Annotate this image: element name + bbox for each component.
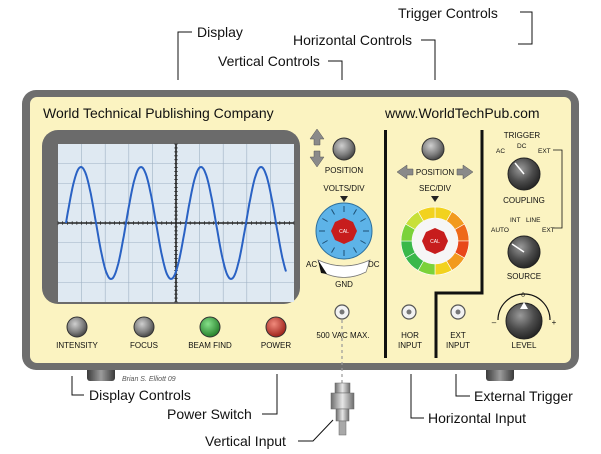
vertical-position-knob[interactable] — [332, 137, 356, 161]
power-button[interactable] — [265, 316, 287, 338]
dial-tick — [331, 209, 335, 215]
vertical-dc-label: DC — [368, 260, 380, 269]
display — [42, 130, 300, 304]
vertical-input-pin — [339, 309, 345, 315]
sec-div-pointer-icon — [431, 196, 439, 202]
bnc-connector-tail — [335, 408, 350, 422]
trigger-source-line: LINE — [526, 217, 541, 224]
beam-find-label: BEAM FIND — [188, 341, 232, 350]
ext-input-pin — [455, 309, 461, 315]
dial-tick — [353, 247, 357, 253]
sec-div-dial[interactable] — [400, 206, 470, 276]
level-plus-label: + — [552, 318, 557, 327]
max-voltage-label: 500 VAC MAX. — [316, 331, 369, 340]
down-arrow-icon — [309, 150, 325, 168]
trigger-coupling-ac: AC — [496, 148, 505, 155]
volts-cal-knob[interactable] — [331, 218, 357, 244]
level-range-arc — [497, 293, 551, 321]
callout-display-controls: Display Controls — [89, 387, 191, 403]
dial-tick — [360, 218, 366, 222]
volts-div-pointer-icon — [340, 196, 348, 202]
trigger-ext-link-line — [553, 149, 563, 229]
horizontal-controls: POSITION SEC/DIV CAL HOR INPUT EXT INPUT — [396, 137, 474, 350]
hor-input-pin — [406, 309, 412, 315]
display-controls: INTENSITY FOCUS BEAM FIND POWER — [56, 316, 291, 350]
divider-right — [434, 130, 484, 358]
bnc-connector-head[interactable] — [334, 382, 351, 394]
callout-external-trigger: External Trigger — [474, 388, 573, 404]
left-arrow-icon — [396, 164, 414, 180]
trigger-coupling-dc: DC — [517, 143, 527, 150]
beam-find-button[interactable] — [199, 316, 221, 338]
coupling-switch[interactable] — [317, 259, 371, 278]
trigger-source-auto: AUTO — [491, 227, 509, 234]
callout-horizontal-input: Horizontal Input — [428, 410, 526, 426]
vertical-controls: POSITION VOLTS/DIV CAL AC DC GND 500 VAC… — [306, 128, 380, 340]
dial-tick — [360, 240, 366, 244]
right-arrow-icon — [456, 164, 474, 180]
horizontal-position-label: POSITION — [416, 168, 454, 177]
bnc-connector-body — [330, 392, 355, 410]
callout-power-switch: Power Switch — [167, 406, 252, 422]
level-minus-label: – — [492, 318, 497, 327]
callout-display: Display — [197, 24, 243, 40]
power-label: POWER — [261, 341, 291, 350]
level-knob-pointer-icon — [520, 302, 528, 309]
graticule — [57, 143, 295, 303]
trigger-controls: TRIGGER AC DC EXT COUPLING AUTO INT LINE… — [491, 131, 563, 350]
waveform-trace — [65, 165, 287, 281]
callout-vertical-input: Vertical Input — [205, 433, 286, 449]
sec-div-label: SEC/DIV — [419, 184, 452, 193]
coupling-lever-icon — [318, 260, 327, 274]
callout-vertical-controls: Vertical Controls — [218, 53, 320, 69]
dial-tick — [331, 247, 335, 253]
intensity-knob[interactable] — [66, 316, 88, 338]
volts-div-scale — [319, 206, 369, 256]
level-label: LEVEL — [512, 341, 537, 350]
intensity-label: INTENSITY — [56, 341, 98, 350]
vertical-position-label: POSITION — [325, 166, 363, 175]
source-knob-pointer — [511, 243, 525, 253]
focus-label: FOCUS — [130, 341, 158, 350]
ext-input-label-line2: INPUT — [446, 341, 470, 350]
vertical-gnd-label: GND — [335, 280, 353, 289]
trigger-source-int: INT — [510, 217, 521, 224]
artist-signature: Brian S. Elliott 09 — [122, 376, 176, 383]
source-label: SOURCE — [507, 272, 541, 281]
callout-horizontal-controls: Horizontal Controls — [293, 32, 412, 48]
coupling-knob-pointer — [514, 162, 525, 175]
vertical-ac-label: AC — [306, 260, 317, 269]
dial-tick — [353, 209, 357, 215]
focus-knob[interactable] — [133, 316, 155, 338]
level-zero-label: 0 — [521, 292, 525, 299]
trigger-coupling-ext: EXT — [538, 148, 551, 155]
callout-lines — [71, 11, 533, 442]
ext-input-label-line1: EXT — [450, 331, 466, 340]
sec-cal-knob[interactable] — [422, 228, 448, 254]
trigger-title: TRIGGER — [504, 131, 541, 140]
bnc-probe — [330, 320, 355, 436]
volts-cal-label: CAL — [339, 229, 349, 235]
dial-tick — [322, 218, 328, 222]
hor-input-label-line2: INPUT — [398, 341, 422, 350]
coupling-label: COUPLING — [503, 196, 545, 205]
trigger-source-ext: EXT — [542, 227, 555, 234]
sec-cal-label: CAL — [430, 239, 440, 245]
divider-left — [384, 130, 387, 358]
dial-tick — [322, 240, 328, 244]
company-name: World Technical Publishing Company — [43, 105, 274, 121]
hor-input-label-line1: HOR — [401, 331, 419, 340]
callout-trigger-controls: Trigger Controls — [398, 5, 498, 21]
up-arrow-icon — [309, 128, 325, 146]
volts-div-label: VOLTS/DIV — [323, 184, 365, 193]
horizontal-position-knob[interactable] — [421, 137, 445, 161]
website: www.WorldTechPub.com — [384, 105, 540, 121]
probe-cable — [338, 420, 347, 436]
